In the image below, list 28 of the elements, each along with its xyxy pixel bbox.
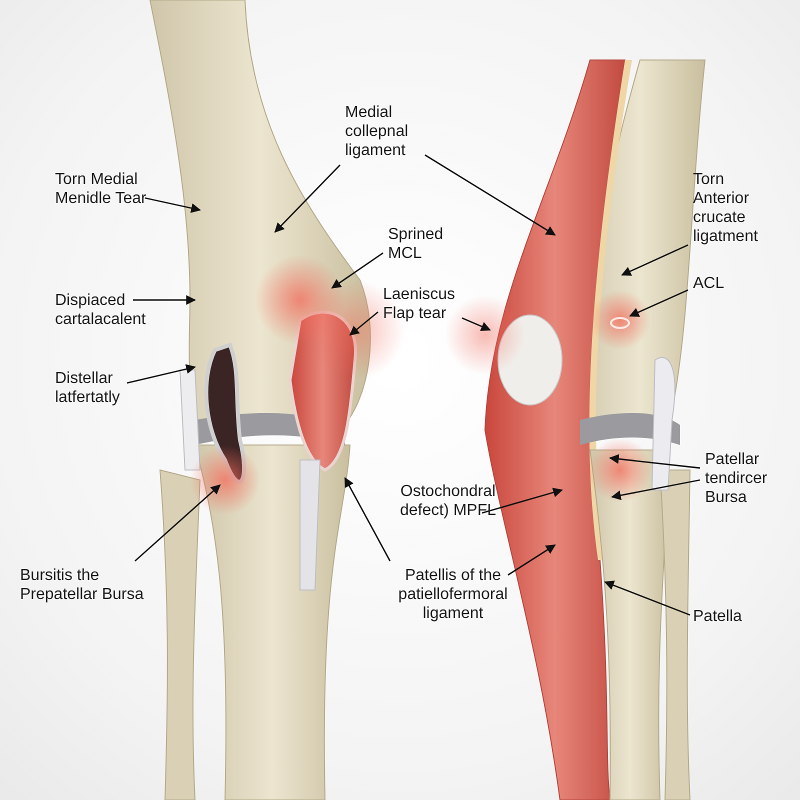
callout-label: Laeniscus Flap tear xyxy=(383,285,483,323)
leader-arrow xyxy=(274,164,340,233)
callout-label: Torn Medial Menidle Tear xyxy=(55,170,165,208)
callout-label: Bursitis the Prepatellar Bursa xyxy=(20,566,180,604)
callout-label: Sprined MCL xyxy=(388,225,468,263)
callout-label: Patella xyxy=(693,607,742,626)
leader-arrow xyxy=(133,295,196,305)
callout-label: Distellar latfertatly xyxy=(55,369,165,407)
leader-arrow xyxy=(611,479,700,500)
callout-label: Medial collepnal ligament xyxy=(345,103,435,160)
leader-arrow xyxy=(621,244,688,276)
callout-label: Patellar tendircer Bursa xyxy=(705,450,790,507)
leader-arrow xyxy=(344,477,391,562)
leader-arrow xyxy=(424,154,556,236)
leader-arrow xyxy=(462,317,491,332)
leader-arrow xyxy=(134,484,221,562)
leader-arrow xyxy=(609,454,700,469)
leader-arrow xyxy=(482,488,563,514)
leader-arrow xyxy=(629,289,688,317)
callout-label: Dispiaced cartalacalent xyxy=(55,291,175,329)
leader-arrow xyxy=(126,364,196,384)
leader-arrow xyxy=(144,197,201,213)
callout-label: Torn Anterior crucate ligatment xyxy=(693,170,783,246)
callout-label: Ostochondral defect) MPFL xyxy=(398,482,498,520)
callout-label: ACL xyxy=(693,274,724,293)
leader-arrow xyxy=(604,580,690,616)
leader-arrow xyxy=(331,252,384,289)
callout-label: Patellis of the patiellofermoral ligament xyxy=(388,566,518,623)
